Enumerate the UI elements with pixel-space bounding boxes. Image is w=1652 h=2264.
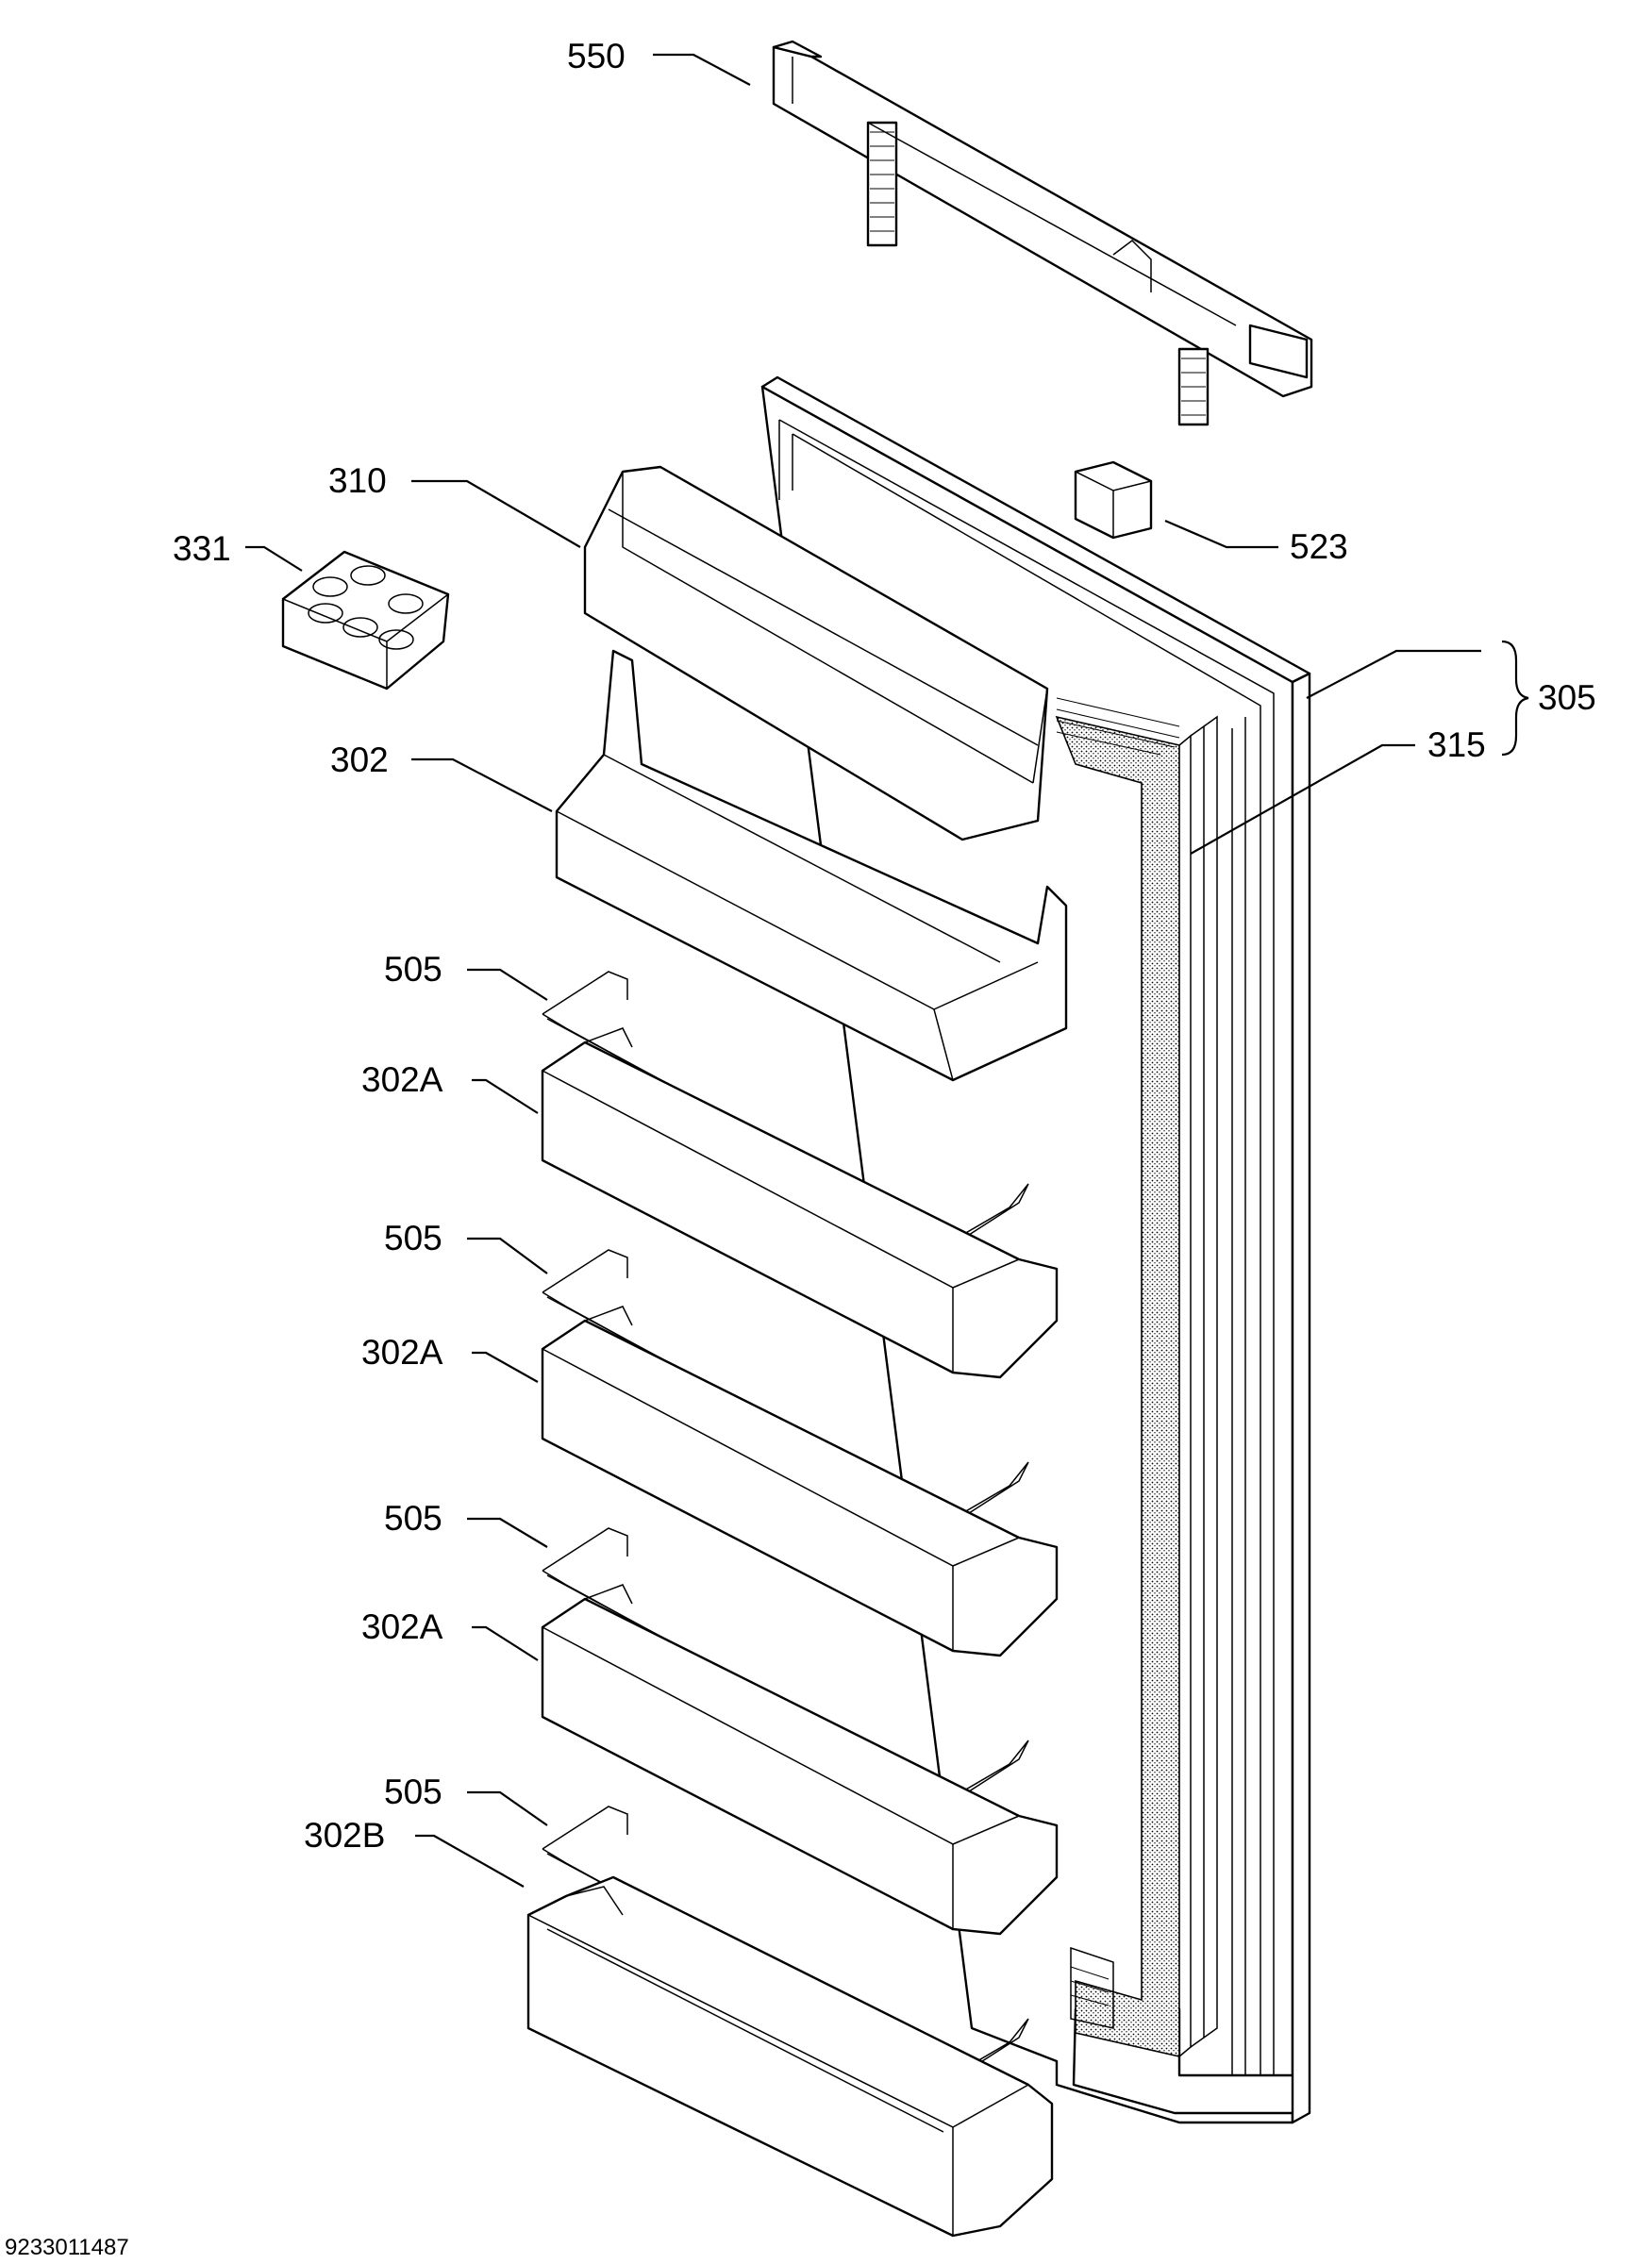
part-label-505-3: 505 (384, 1499, 442, 1538)
drawing-number: 9233011487 (5, 2235, 129, 2260)
part-label-310: 310 (328, 461, 387, 500)
callout-550: 550 (567, 37, 751, 86)
part-label-505-4: 505 (384, 1773, 442, 1811)
part-label-505-1: 505 (384, 950, 442, 989)
callout-505-4: 505 (384, 1773, 548, 1826)
part-label-302: 302 (330, 741, 389, 779)
part-label-331: 331 (173, 529, 231, 568)
callout-505-2: 505 (384, 1219, 548, 1274)
part-label-523: 523 (1290, 527, 1348, 566)
hinge-cap-part (1074, 460, 1153, 540)
shelf-a-2-part (541, 1306, 1059, 1657)
part-label-550: 550 (567, 37, 626, 75)
bottle-shelf-part (526, 1875, 1054, 2238)
callout-302A-2: 302A (361, 1333, 539, 1383)
callout-302B: 302B (304, 1816, 525, 1888)
part-label-302A-1: 302A (361, 1060, 443, 1099)
door-panel (760, 375, 1311, 2124)
callout-302A-3: 302A (361, 1607, 539, 1661)
top-shelf-part (555, 649, 1068, 1082)
callout-505-1: 505 (384, 950, 548, 1001)
shelf-a-1-part (541, 1027, 1059, 1379)
callout-310: 310 (328, 461, 581, 548)
callout-302A-1: 302A (361, 1060, 539, 1114)
callout-523: 523 (1164, 519, 1348, 566)
callout-505-3: 505 (384, 1499, 548, 1548)
callout-305: 305 (1306, 640, 1596, 757)
part-label-315: 315 (1427, 725, 1486, 764)
part-label-302A-3: 302A (361, 1607, 443, 1646)
callout-302: 302 (330, 741, 553, 812)
shelf-a-3-part (541, 1584, 1059, 1936)
callout-331: 331 (173, 529, 303, 572)
part-label-305: 305 (1538, 678, 1596, 717)
part-label-302A-2: 302A (361, 1333, 443, 1372)
handle-part (772, 40, 1313, 426)
part-label-302B: 302B (304, 1816, 385, 1855)
part-label-505-2: 505 (384, 1219, 442, 1257)
egg-tray-part (281, 550, 450, 691)
callout-315: 315 (1190, 725, 1486, 855)
dairy-cover-part (583, 465, 1049, 841)
